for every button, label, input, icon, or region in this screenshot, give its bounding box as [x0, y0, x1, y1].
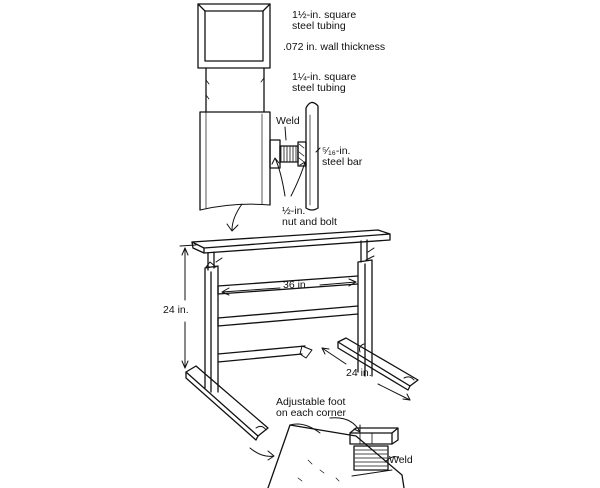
foot-detail-inset: [267, 423, 405, 488]
label-weld-top: Weld: [276, 115, 300, 127]
label-width-36in: 36 in.: [283, 279, 309, 291]
left-leg: [204, 251, 223, 393]
feet: [185, 337, 419, 441]
steel-bar: [305, 101, 319, 211]
inner-tube-section: [205, 67, 265, 113]
label-height-24in: 24 in.: [163, 304, 189, 316]
label-wall-thickness: .072 in. wall thickness: [283, 41, 386, 53]
label-depth-24in: 24 in.: [346, 367, 372, 379]
dimension-36in: [221, 278, 357, 296]
label-steel-bar: ⁵⁄₁₆-in. steel bar: [322, 145, 363, 168]
label-outer-tube: 1½-in. square steel tubing: [292, 9, 357, 32]
label-adjustable-foot: Adjustable foot on each corner: [276, 396, 347, 419]
dimension-24in-height: [179, 244, 197, 369]
detail-leaders: [226, 126, 321, 232]
right-leg: [357, 239, 375, 377]
foot-leaders: [249, 417, 400, 463]
dimension-24in-depth: [321, 347, 411, 401]
outer-tube-section: [197, 3, 271, 69]
label-nut-bolt: ½-in. nut and bolt: [282, 205, 337, 228]
nut-and-bolt-detail: [269, 139, 307, 169]
top-rail: [191, 229, 391, 254]
label-weld-bottom: Weld: [389, 454, 413, 466]
outer-tube-lower: [199, 111, 271, 211]
label-inner-tube: 1¼-in. square steel tubing: [292, 71, 357, 94]
cross-braces: [217, 275, 359, 363]
